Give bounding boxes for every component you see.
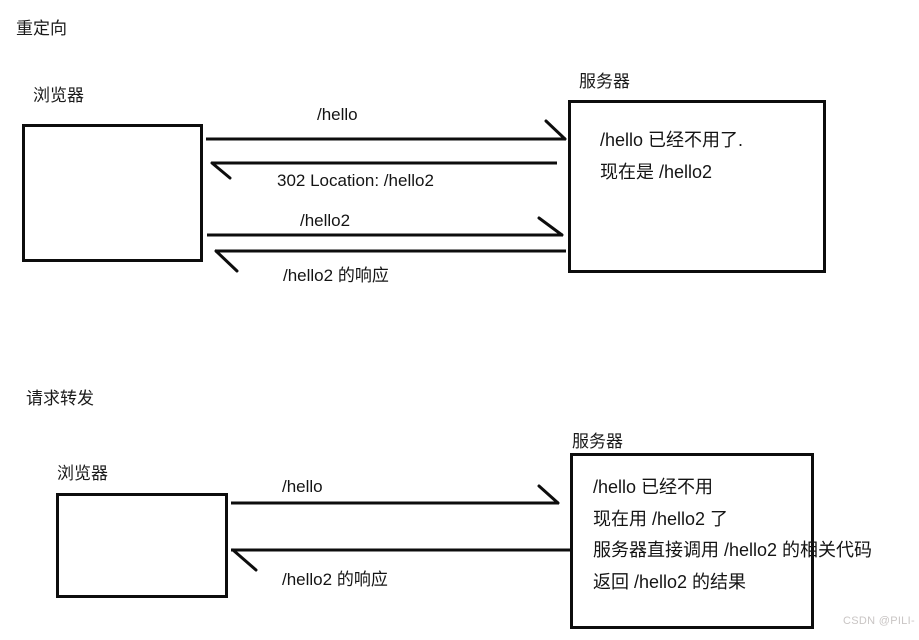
forward-response1-label: /hello2 的响应 bbox=[282, 570, 388, 589]
redirect-response2-arrow bbox=[214, 249, 566, 273]
forward-response1-arrow bbox=[231, 548, 570, 572]
forward-server-text-line: 现在用 /hello2 了 bbox=[593, 508, 729, 529]
forward-request1-arrow bbox=[231, 484, 560, 505]
forward-server-box: /hello 已经不用 现在用 /hello2 了 服务器直接调用 /hello… bbox=[570, 453, 872, 629]
redirect-server-text-line: 现在是 /hello2 bbox=[600, 162, 713, 182]
redirect-server-label: 服务器 bbox=[579, 72, 630, 91]
forward-section-title: 请求转发 bbox=[26, 389, 94, 408]
forward-browser-label: 浏览器 bbox=[57, 464, 108, 483]
redirect-server-text-line: /hello 已经不用了. bbox=[600, 130, 744, 150]
forward-request1-label: /hello bbox=[282, 477, 323, 496]
redirect-response2-label: /hello2 的响应 bbox=[283, 266, 389, 285]
forward-server-text-line: 服务器直接调用 /hello2 的相关代码 bbox=[593, 540, 873, 560]
redirect-browser-box bbox=[22, 124, 203, 262]
forward-server-label: 服务器 bbox=[572, 432, 623, 451]
watermark-text: CSDN @PILI- bbox=[843, 615, 915, 627]
forward-browser-box bbox=[56, 493, 228, 598]
redirect-section-title: 重定向 bbox=[16, 19, 67, 38]
redirect-server-box: /hello 已经不用了. 现在是 /hello2 bbox=[568, 100, 826, 273]
forward-server-text-line: 返回 /hello2 的结果 bbox=[593, 571, 747, 592]
redirect-response1-label: 302 Location: /hello2 bbox=[277, 171, 434, 190]
redirect-request1-label: /hello bbox=[317, 105, 358, 124]
redirect-request1-arrow bbox=[206, 119, 567, 141]
forward-server-text-line: /hello 已经不用 bbox=[593, 477, 714, 497]
redirect-request2-arrow bbox=[207, 216, 564, 237]
redirect-request2-label: /hello2 bbox=[300, 211, 351, 230]
redirect-server-text: /hello 已经不用了. 现在是 /hello2 bbox=[600, 124, 743, 188]
forward-server-text: /hello 已经不用 现在用 /hello2 了 服务器直接调用 /hello… bbox=[593, 472, 872, 598]
redirect-browser-label: 浏览器 bbox=[33, 86, 84, 105]
redirect-response1-arrow bbox=[210, 161, 557, 180]
